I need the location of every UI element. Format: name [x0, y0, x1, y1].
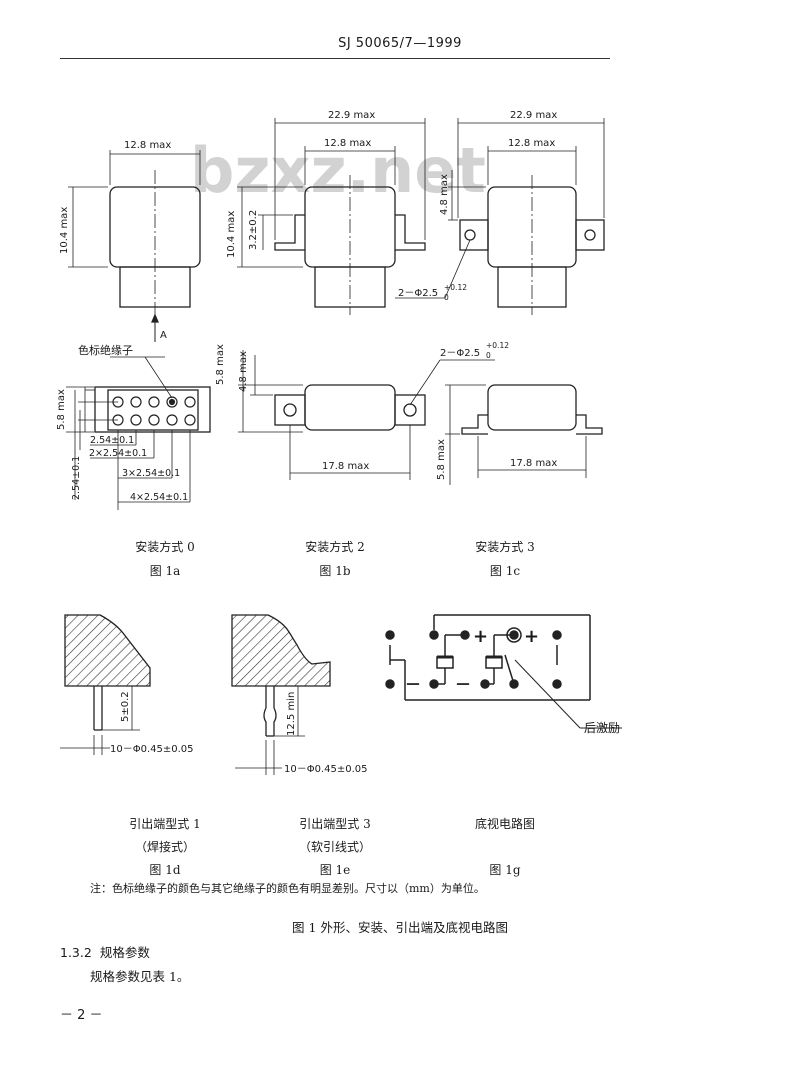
fig1g-excitation-label: 后激励	[584, 721, 620, 735]
fig1g-plus-1: +	[473, 626, 488, 647]
fig1g-minus-1: －	[405, 675, 421, 694]
fig1c-side-view	[445, 384, 603, 485]
page-number: － 2 －	[60, 1008, 103, 1023]
fig1e-sub-caption: （软引线式）	[298, 840, 371, 854]
fig1b-side-hole-dim: 2－Φ2.5	[440, 348, 480, 359]
fig1c-top-height-dim: 4.8 max	[439, 174, 450, 215]
fig1a-pitch-3: 3×2.54±0.1	[122, 468, 180, 479]
fig1a-view-marker: A	[160, 330, 167, 341]
fig1c-overall-dim: 22.9 max	[510, 110, 557, 121]
fig1b-side-view	[238, 350, 495, 480]
standard-code-header: SJ 50065/7—1999	[338, 36, 462, 51]
fig1a-pin-height-dim: 5.8 max	[56, 389, 67, 430]
figure-title: 图 1 外形、安装、引出端及底视电路图	[292, 920, 508, 935]
fig1b-caption: 图 1b	[319, 564, 351, 578]
fig1a-pitch-4: 4×2.54±0.1	[130, 492, 188, 503]
fig1a-pin-view	[66, 356, 211, 510]
fig1d-solder-terminal	[60, 614, 151, 755]
section-number: 1.3.2	[60, 945, 92, 960]
fig1b-mount-caption: 安装方式 2	[305, 540, 365, 554]
fig1b-side-hole-tol-upper: +0.12	[486, 341, 509, 350]
fig1c-mount-caption: 安装方式 3	[475, 540, 535, 554]
fig1g-plus-2: +	[524, 626, 539, 647]
section-title: 规格参数	[99, 945, 150, 960]
fig1e-pin-diameter-dim: 10－Φ0.45±0.05	[284, 764, 368, 775]
fig1a-color-insulator-label: 色标绝缘子	[78, 343, 133, 357]
fig1b-side-height-2: 4.8 max	[238, 351, 249, 392]
section-heading: 1.3.2 规格参数	[60, 942, 150, 961]
fig1b-height-dim: 10.4 max	[226, 211, 237, 258]
fig1b-hole-dim: 2－Φ2.5	[398, 288, 438, 299]
fig1d-sub-caption: （焊接式）	[134, 840, 195, 854]
fig1c-side-height-dim: 5.8 max	[436, 439, 447, 480]
fig1e-type-caption: 引出端型式 3	[299, 817, 371, 831]
fig1b-side-hole-tol-lower: 0	[486, 351, 491, 360]
fig1b-body-dim: 12.8 max	[324, 138, 371, 149]
fig1a-pitch-1: 2.54±0.1	[90, 435, 134, 446]
fig1e-flexible-lead-terminal	[231, 614, 331, 775]
fig1d-type-caption: 引出端型式 1	[129, 817, 201, 831]
watermark-text: bzxz.net	[190, 134, 486, 207]
fig1a-caption: 图 1a	[149, 564, 181, 578]
fig1b-flange-height-dim: 3.2±0.2	[248, 210, 259, 250]
fig1g-minus-2: －	[455, 675, 471, 694]
fig1b-hole-tol-lower: 0	[444, 293, 449, 302]
fig1g-bottom-view-circuit	[385, 614, 622, 729]
fig1c-front-view	[395, 118, 605, 315]
fig1g-caption: 图 1g	[489, 863, 521, 877]
section-body: 规格参数见表 1。	[90, 969, 190, 984]
fig1b-side-height-1: 5.8 max	[215, 344, 226, 385]
fig1b-hole-tol-upper: +0.12	[444, 283, 467, 292]
fig1b-side-length-dim: 17.8 max	[322, 461, 369, 472]
fig1a-row-pitch-dim: 2.54±0.1	[71, 456, 82, 500]
fig1c-body-dim: 12.8 max	[508, 138, 555, 149]
fig1d-pin-diameter-dim: 10－Φ0.45±0.05	[110, 744, 194, 755]
fig1b-overall-dim: 22.9 max	[328, 110, 375, 121]
fig1b-front-view	[237, 118, 426, 315]
fig1a-mount-caption: 安装方式 0	[135, 540, 195, 554]
fig1a-width-dim: 12.8 max	[124, 140, 171, 151]
fig1a-height-dim: 10.4 max	[59, 207, 70, 254]
fig1c-caption: 图 1c	[489, 564, 521, 578]
fig1a-pitch-2: 2×2.54±0.1	[89, 448, 147, 459]
fig1d-pin-length-dim: 5±0.2	[120, 691, 131, 722]
fig1e-caption: 图 1e	[319, 863, 351, 877]
fig1c-side-length-dim: 17.8 max	[510, 458, 557, 469]
figure-note: 注：色标绝缘子的颜色与其它绝缘子的颜色有明显差别。尺寸以（mm）为单位。	[90, 882, 485, 895]
fig1a-pins	[112, 396, 196, 426]
fig1g-type-caption: 底视电路图	[474, 817, 535, 831]
fig1e-pin-length-dim: 12.5 min	[286, 692, 297, 736]
fig1a-front-view	[68, 150, 201, 342]
fig1d-caption: 图 1d	[149, 863, 181, 877]
header-rule	[60, 58, 610, 59]
